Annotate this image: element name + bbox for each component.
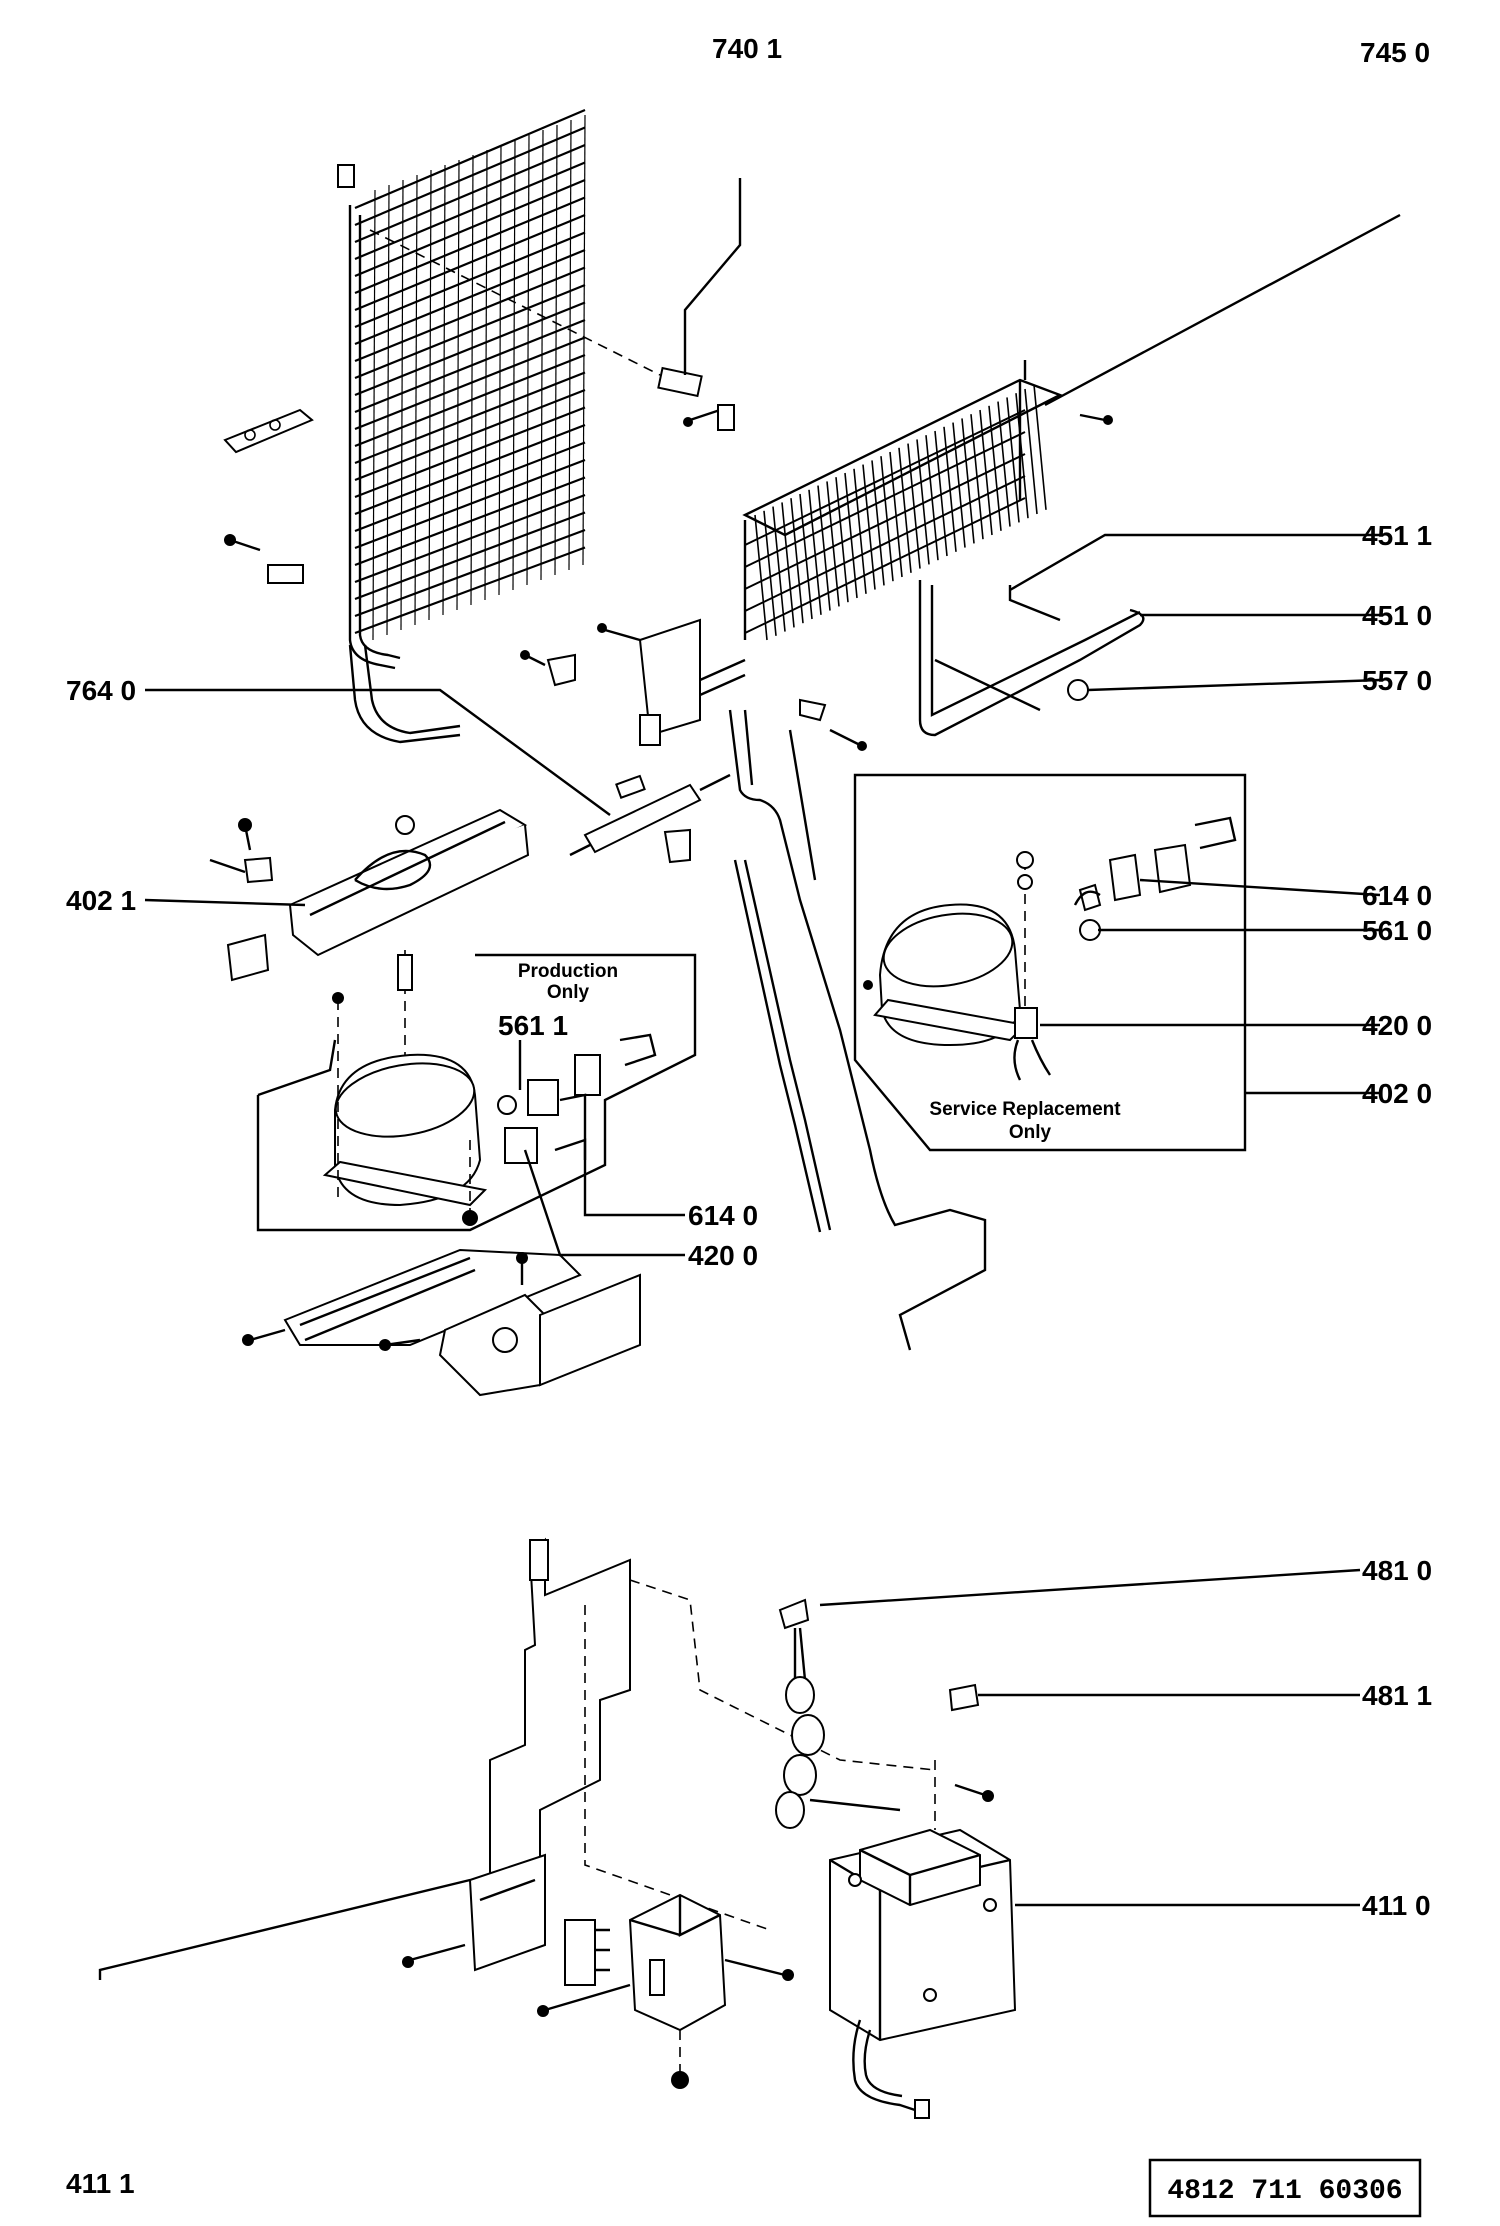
callout-451-0: 451 0 [1362,600,1432,631]
compressor-base-bracket [242,1248,641,1397]
callout-764-0: 764 0 [66,675,136,706]
callout-561-0: 561 0 [1362,915,1432,946]
callout-402-0: 402 0 [1362,1078,1432,1109]
callout-614-0-production: 614 0 [688,1200,758,1231]
callout-745-0: 745 0 [1360,37,1430,68]
wiring-coil-481 [775,1598,901,1829]
drip-tray-402 [288,808,530,957]
variant-notes: Production Only Service Replacement Only [518,961,1121,1143]
production-only-note-line1: Production [518,961,618,982]
capacitor-cover-411-1 [402,1853,546,1972]
evaporator-bracket [597,618,746,746]
callout-411-0: 411 0 [1362,1890,1431,1921]
callout-561-1: 561 1 [498,1010,568,1041]
condenser-clip-lower [224,534,304,584]
transformer-411 [829,1783,1017,2119]
callout-411-1: 411 1 [66,2168,135,2199]
callout-420-0-service: 420 0 [1362,1010,1432,1041]
production-only-group [256,950,697,1232]
evaporator-coil [742,360,1113,641]
callout-614-0-service: 614 0 [1362,880,1432,911]
terminal-block [564,1919,610,1986]
service-replacement-note-line1: Service Replacement [929,1099,1121,1120]
return-tube-451 [918,580,1145,737]
grommet-clip [520,650,576,687]
callout-402-1: 402 1 [66,885,136,916]
callout-labels: 740 1 745 0 451 1 451 0 557 0 764 0 402 … [66,33,1432,2199]
callout-557-0: 557 0 [1362,665,1432,696]
service-replacement-note-line2: Only [1009,1122,1052,1143]
leader-lines [98,178,1401,1980]
callout-451-1: 451 1 [1362,520,1432,551]
tray-clip [209,818,274,982]
callout-740-1: 740 1 [712,33,782,64]
electrical-bracket-panel [489,1537,936,1931]
connecting-pipes [728,698,987,1351]
callout-481-1: 481 1 [1362,1680,1432,1711]
relay-box [537,1893,794,2089]
callout-420-0-production: 420 0 [688,1240,758,1271]
condenser-clip-upper [223,408,314,454]
reference-number-box: 4812 711 60306 [1148,2158,1422,2218]
reference-number: 4812 711 60306 [1167,2176,1402,2207]
callout-481-0: 481 0 [1362,1555,1432,1586]
filter-drier-764 [569,773,731,864]
service-replacement-group [853,773,1247,1152]
production-only-note-line2: Only [547,982,590,1003]
clip-481-1 [948,1683,980,1712]
condenser-grid [337,108,586,744]
mounting-clip-740 [369,229,735,431]
